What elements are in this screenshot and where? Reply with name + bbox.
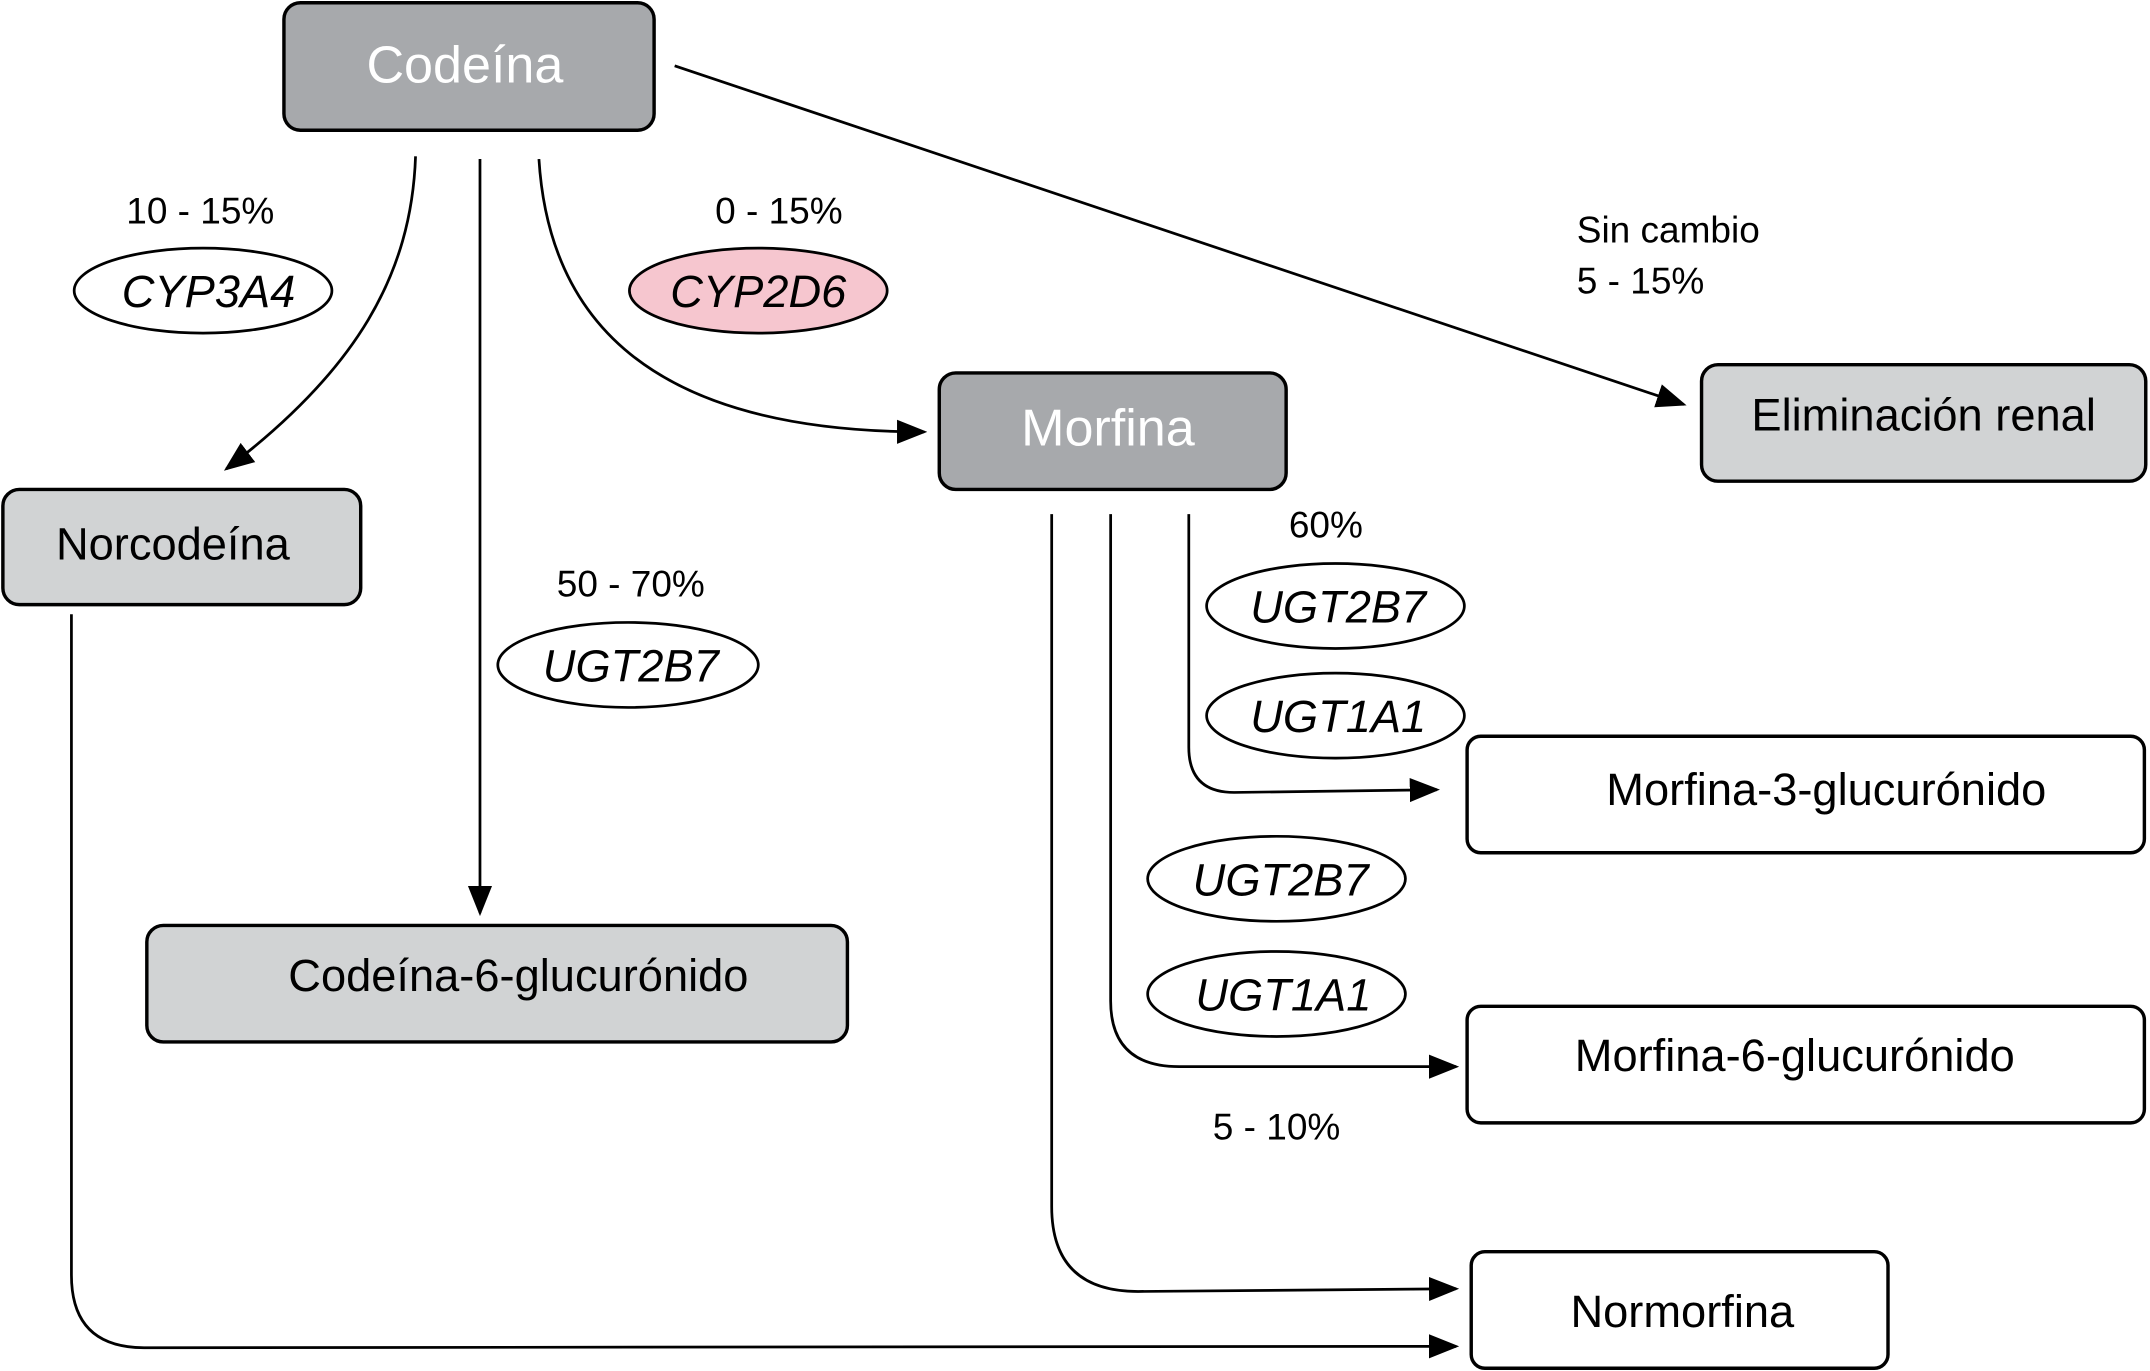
node-codeina6g: Codeína-6-glucurónido: [145, 923, 850, 1044]
node-eliminacion: Eliminación renal: [1699, 362, 2148, 483]
arrow-morfina-m3g: [1187, 514, 1440, 803]
node-normorfina: Normorfina: [1469, 1250, 1890, 1370]
arrow-norcodeina-normorfina: [70, 614, 1460, 1359]
enzyme-ugt1a1-m6g-label: UGT1A1: [1195, 969, 1371, 1020]
pct-morfina: 0 - 15%: [715, 189, 843, 231]
node-morfina3g-label: Morfina-3-glucurónido: [1606, 764, 2046, 815]
enzyme-ugt2b7-codeina-label: UGT2B7: [543, 640, 721, 691]
enzyme-ugt2b7-m6g: UGT2B7: [1146, 834, 1407, 923]
node-norcodeina: Norcodeína: [1, 487, 363, 607]
node-codeina-label: Codeína: [366, 36, 563, 94]
node-morfina: Morfina: [937, 371, 1288, 492]
enzyme-ugt2b7-codeina: UGT2B7: [496, 621, 760, 709]
sin-cambio-label: Sin cambio: [1577, 209, 1760, 251]
arrow-morfina-m6g: [1109, 514, 1460, 1079]
node-normorfina-label: Normorfina: [1570, 1286, 1795, 1337]
enzyme-ugt2b7-m6g-label: UGT2B7: [1193, 854, 1371, 905]
node-morfina6g-label: Morfina-6-glucurónido: [1575, 1030, 2015, 1081]
node-morfina3g: Morfina-3-glucurónido: [1465, 734, 2147, 855]
arrow-codeina-norcodeina: [223, 156, 417, 471]
node-codeina: Codeína: [282, 1, 656, 132]
pct-eliminacion: 5 - 15%: [1577, 259, 1705, 301]
pct-norcodeina: 10 - 15%: [126, 189, 274, 231]
node-norcodeina-label: Norcodeína: [56, 518, 291, 569]
enzyme-ugt1a1-m3g: UGT1A1: [1205, 671, 1466, 760]
enzyme-cyp2d6: CYP2D6: [628, 246, 889, 335]
enzyme-cyp3a4-label: CYP3A4: [122, 266, 296, 317]
enzyme-cyp2d6-label: CYP2D6: [670, 266, 847, 317]
pct-m6g: 5 - 10%: [1213, 1105, 1341, 1147]
enzyme-cyp3a4: CYP3A4: [72, 246, 334, 335]
node-codeina6g-label: Codeína-6-glucurónido: [288, 950, 748, 1001]
enzyme-ugt2b7-m3g: UGT2B7: [1205, 562, 1466, 650]
arrow-codeina-eliminacion: [674, 64, 1687, 408]
arrow-codeina-morfina: [537, 158, 928, 444]
pct-m3g: 60%: [1289, 503, 1363, 545]
enzyme-ugt1a1-m3g-label: UGT1A1: [1250, 691, 1426, 742]
arrow-morfina-normorfina: [1050, 514, 1460, 1302]
node-eliminacion-label: Eliminación renal: [1751, 389, 2095, 440]
enzyme-ugt1a1-m6g: UGT1A1: [1146, 950, 1407, 1038]
node-morfina6g: Morfina-6-glucurónido: [1465, 1004, 2147, 1125]
pct-codeina6g: 50 - 70%: [557, 562, 705, 604]
enzyme-ugt2b7-m3g-label: UGT2B7: [1250, 581, 1428, 632]
node-morfina-label: Morfina: [1021, 400, 1195, 458]
